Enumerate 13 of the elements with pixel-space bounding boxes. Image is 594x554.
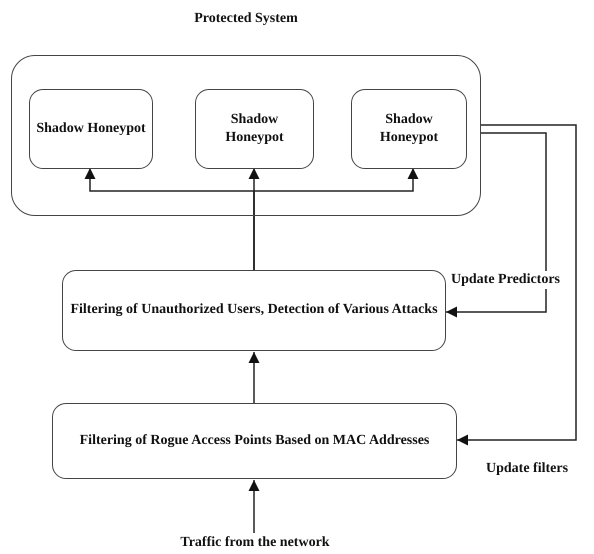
arrow <box>248 352 260 403</box>
arrow <box>446 132 547 318</box>
edge-label: Update Predictors <box>449 271 562 289</box>
process-box: Shadow Honeypot <box>29 89 153 169</box>
edge-label: Update filters <box>484 460 570 478</box>
process-box: Shadow Honeypot <box>195 89 314 169</box>
process-box: Shadow Honeypot <box>351 89 467 169</box>
arrow <box>457 124 577 446</box>
container-heading: Protected System <box>193 10 299 28</box>
arrow <box>248 480 260 533</box>
process-box: Filtering of Rogue Access Points Based on MAC Addresses <box>52 403 457 479</box>
arrow <box>253 168 418 270</box>
process-box: Filtering of Unauthorized Users, Detection of Various Attacks <box>62 270 446 351</box>
